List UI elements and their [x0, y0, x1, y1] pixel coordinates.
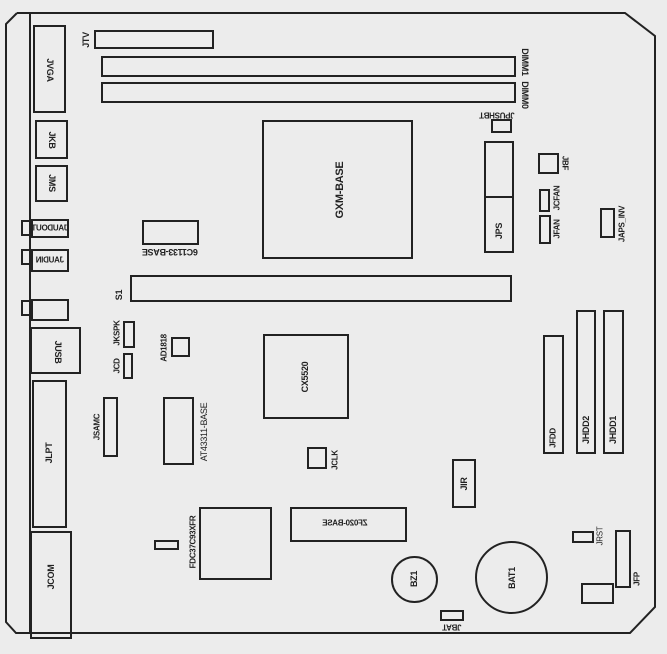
jcd-label: JCD	[112, 358, 122, 374]
jbf-jumper	[538, 153, 559, 174]
bz1-label: BZ1	[409, 570, 419, 588]
jlpt-connector	[32, 380, 67, 528]
ad1818-label: AD1818	[159, 334, 169, 362]
jfp-header	[615, 530, 631, 588]
jps-label: JPS	[494, 222, 504, 240]
jrst-header	[572, 531, 594, 543]
jkspk-header	[123, 321, 135, 348]
jaudin-connector	[31, 249, 69, 272]
jcom-connector	[30, 531, 72, 639]
jkspk-label: JKSPK	[112, 320, 122, 346]
dimm1-label: DIMM1	[520, 48, 530, 76]
jhdd2-connector	[576, 310, 596, 454]
jps-divider	[485, 196, 513, 198]
cx5520-chip	[263, 334, 349, 419]
jbat-label: JBAT	[442, 622, 462, 632]
jpushbt-header	[491, 119, 512, 133]
jir-header	[452, 459, 476, 508]
jms-label: JMS	[47, 174, 57, 192]
bat1-label: BAT1	[507, 567, 517, 589]
fdc-label: FDC37C93XFR	[188, 515, 198, 569]
jsamc-label: JSAMC	[92, 413, 102, 441]
fdc37c93xfr-chip	[199, 507, 272, 580]
jfan-label: JFAN	[552, 219, 562, 239]
jms-connector	[35, 165, 68, 202]
jcfan-header	[539, 189, 550, 212]
jvga-label: JVGA	[45, 58, 55, 82]
front-panel-component	[581, 583, 614, 604]
bat1-battery	[475, 541, 548, 614]
jbf-label: JBF	[560, 155, 570, 171]
jaudout-label: JAUDOUT	[31, 223, 69, 233]
jhdd1-connector	[603, 310, 624, 454]
jrst-label: JRST	[595, 526, 605, 546]
jclk-jumper	[307, 447, 327, 469]
jkb-label: JKB	[47, 131, 57, 149]
jlpt-label: JLPT	[44, 442, 54, 464]
s1-label: S1	[114, 289, 124, 301]
jclk-label: JCLK	[330, 450, 340, 470]
jcfan-label: JCFAN	[552, 185, 562, 211]
jhdd2-label: JHDD2	[581, 415, 591, 445]
jfdd-label: JFDD	[548, 428, 558, 448]
jcd-header	[123, 353, 133, 379]
dimm1-slot	[101, 56, 516, 77]
gxm-label: GXM-BASE	[334, 161, 346, 219]
jhdd1-label: JHDD1	[608, 415, 618, 445]
japs-inv-jumper	[600, 208, 615, 238]
audio-connector	[31, 299, 69, 321]
japs-inv-label: JAPS_INV	[617, 205, 627, 243]
jfan-header	[539, 215, 551, 244]
at43311-label: AT43311-BASE	[199, 402, 209, 462]
jfp-label: JFP	[632, 572, 642, 586]
jtv-label: JTV	[81, 32, 91, 48]
jbat-jumper	[440, 610, 464, 621]
jusb-connector	[30, 327, 81, 374]
ad1818-chip	[171, 337, 190, 357]
jaudout-connector	[31, 219, 69, 238]
bz1-buzzer	[391, 556, 438, 603]
6c1133-chip	[142, 220, 199, 245]
jkb-connector	[35, 120, 68, 159]
jfdd-connector	[543, 335, 564, 454]
dimm0-label: DIMM0	[520, 81, 530, 109]
jtv-connector	[94, 30, 214, 49]
jaudin-label: JAUDIN	[36, 255, 64, 265]
at43311-chip	[163, 397, 194, 465]
zf020-chip	[290, 507, 407, 542]
jsamc-header	[103, 397, 118, 457]
jcom-label: JCOM	[46, 564, 56, 590]
s1-slot	[130, 275, 512, 302]
small-component	[154, 540, 179, 550]
gxm-base-chip	[262, 120, 413, 259]
jir-label: JIR	[459, 477, 469, 491]
zf020-label: ZF020-BASE	[322, 518, 368, 528]
dimm0-slot	[101, 82, 516, 103]
6c1133-label: 6C1133-BASE	[142, 247, 198, 257]
jvga-connector	[33, 25, 66, 113]
jusb-label: JUSB	[53, 340, 63, 364]
cx5520-label: CX5520	[300, 361, 310, 393]
